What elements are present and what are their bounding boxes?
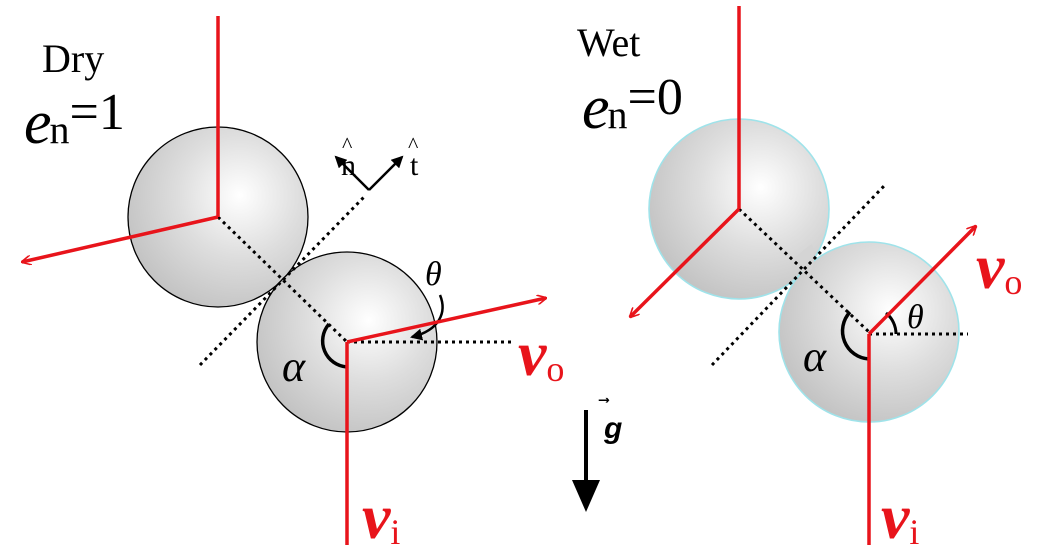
wet-center-line (737, 207, 871, 334)
dry-coef-symbol: e (24, 89, 52, 157)
dry-coef-subscript: n (50, 107, 70, 152)
dry-coef-value: 1 (99, 84, 125, 141)
wet-title: Wet (577, 20, 640, 65)
wet-bridge-fill (792, 244, 815, 276)
wet-vi-label: vi (881, 481, 919, 552)
dry-normal-label: n (341, 149, 356, 182)
tangent-vector-icon (368, 155, 404, 191)
dry-theta-label: θ (425, 256, 442, 293)
gravity-indicator: ⃗ g (572, 397, 622, 512)
wet-vo-label: vo (976, 231, 1022, 302)
dry-alpha-arc (320, 322, 348, 369)
dry-tangent-hat: ^ (408, 132, 419, 157)
wet-alpha-arc (840, 310, 870, 361)
dry-alpha-label: α (282, 342, 306, 391)
gravity-label: g (603, 412, 622, 445)
dry-panel: Dry en=1 ^ n ^ t θ α vo vi (22, 16, 564, 552)
wet-theta-label: θ (907, 299, 924, 336)
wet-coef-value: 0 (657, 69, 683, 126)
dry-upper-outgoing-arrow (22, 215, 219, 262)
normal-vector-icon (334, 155, 370, 191)
wet-coefficient: en=0 (582, 69, 683, 142)
dry-coefficient: en=1 (24, 84, 125, 157)
wet-upper-outgoing-arrow (630, 207, 741, 317)
dry-tangent-plane (198, 194, 367, 367)
wet-vo-arrow (867, 226, 976, 336)
gravity-arrowhead (572, 480, 600, 512)
wet-alpha-label: α (803, 332, 827, 381)
dry-theta-pointer (410, 294, 444, 341)
dry-vo-arrow (346, 298, 546, 344)
dry-tangent-label: t (410, 149, 419, 182)
wet-panel: Wet en=0 θ α vo vi (577, 6, 1022, 552)
dry-vi-label: vi (362, 481, 400, 552)
wet-coef-subscript: n (608, 92, 628, 137)
wet-coef-equals: = (628, 69, 657, 126)
dry-title: Dry (42, 36, 104, 81)
dry-normal-hat: ^ (342, 132, 353, 157)
gravity-vector-arrow: ⃗ (598, 397, 610, 403)
dry-center-line (216, 215, 349, 344)
dry-vo-label: vo (518, 318, 564, 389)
dry-coef-equals: = (70, 84, 99, 141)
wet-coef-symbol: e (582, 74, 610, 142)
